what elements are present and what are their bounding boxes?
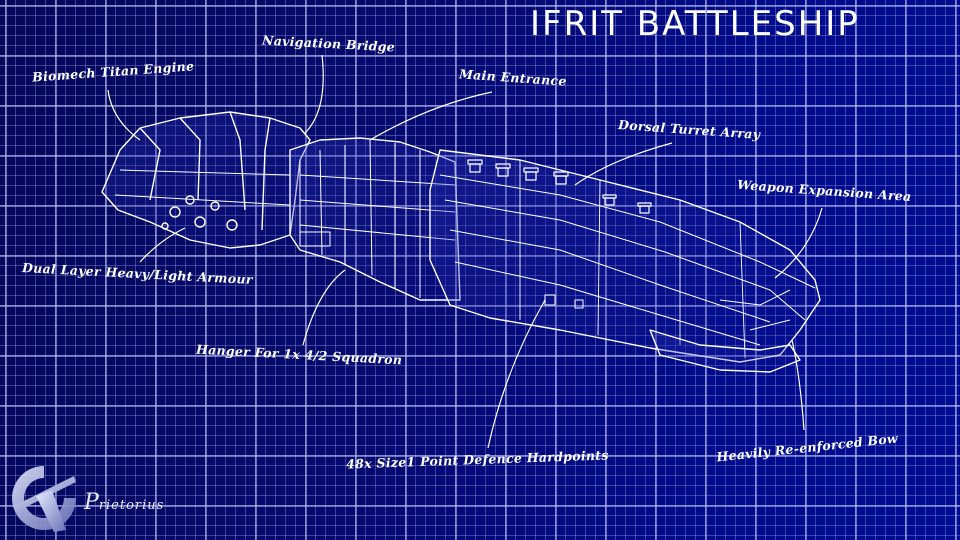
leader-entrance [369, 91, 493, 141]
forward-hull [429, 149, 821, 363]
leader-bow [791, 339, 805, 431]
leader-lines [107, 54, 823, 449]
leader-armour [139, 227, 186, 263]
ship-hull [101, 111, 821, 373]
artist-signature: Prietorius [84, 490, 164, 515]
circle-t-logo-icon [12, 466, 76, 532]
engine-section [101, 111, 311, 249]
signature-initial: P [84, 490, 99, 515]
leader-weapon [774, 207, 823, 279]
leader-pd [487, 299, 546, 449]
signature-rest: rietorius [98, 498, 165, 513]
page-title: IFRIT BATTLESHIP [530, 4, 860, 44]
leader-engine [107, 89, 141, 141]
leader-bridge [304, 54, 324, 134]
dorsal-turrets [467, 159, 652, 214]
leader-turret [574, 142, 673, 186]
leader-hangar [302, 269, 346, 346]
